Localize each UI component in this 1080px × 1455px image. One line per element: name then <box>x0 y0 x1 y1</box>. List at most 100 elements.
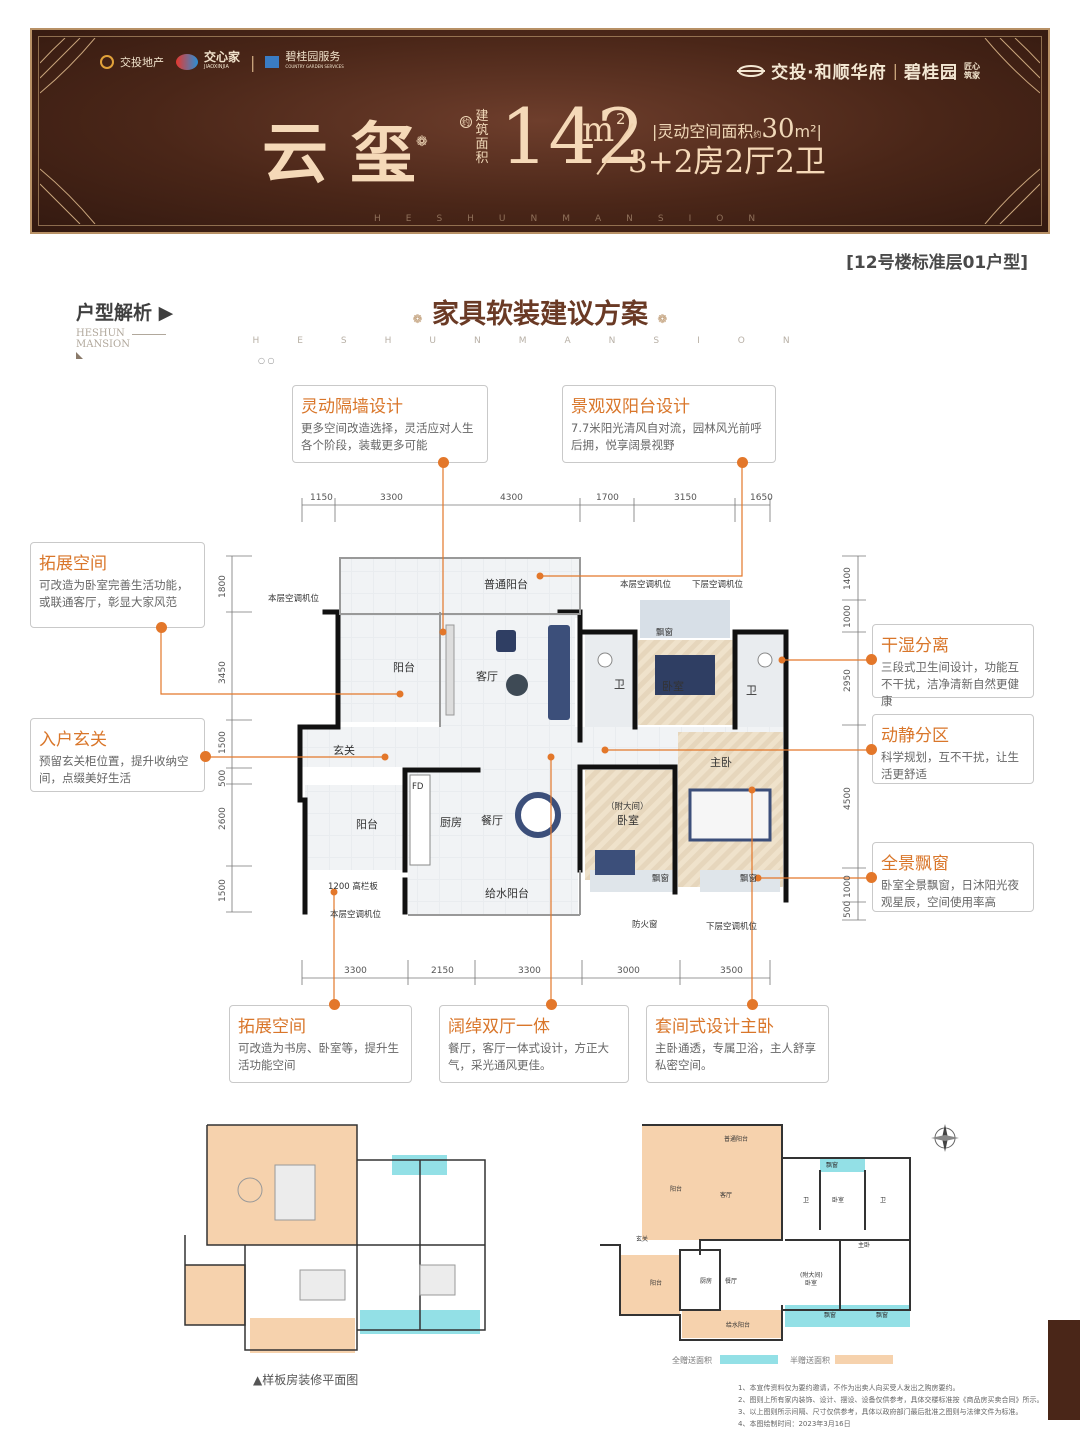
room-kitchen: 厨房 <box>440 816 462 829</box>
tv-cabinet-icon <box>445 624 455 716</box>
leader-lines <box>160 462 870 1005</box>
room-bay1: 飘窗 <box>656 628 674 638</box>
dim-right: 1000 <box>843 605 853 628</box>
mini-room: 主卧 <box>858 1242 871 1249</box>
callout-desc: 主卧通透，专属卫浴，主人舒享私密空间。 <box>655 1041 816 1072</box>
flower-icon: ❁ <box>657 312 668 326</box>
marker-icon <box>737 457 748 468</box>
note-line: 1、本宣传资料仅为要约邀请，不作为出卖人向买受人发出之购房要约。 <box>738 1384 960 1392</box>
partner-name: 碧桂园 <box>904 63 958 83</box>
callout-double-balcony: 景观双阳台设计 7.7米阳光清风自对流，园林风光前呼后拥，悦享阔景视野 <box>562 385 776 463</box>
marker-icon <box>156 622 167 633</box>
mini-room: 阳台 <box>670 1186 683 1193</box>
bay2-floor <box>590 870 675 892</box>
callout-desc: 7.7米阳光清风自对流，园林风光前呼后拥，悦享阔景视野 <box>571 421 762 452</box>
callout-desc: 餐厅，客厅一体式设计，方正大气，采光通风更佳。 <box>448 1041 609 1072</box>
toilet-icon <box>597 652 613 668</box>
mini-room: 客厅 <box>720 1192 733 1199</box>
area-prefix: 约 <box>460 116 472 128</box>
room-ac-top: 本层空调机位 <box>620 580 672 590</box>
area-label: 建筑面积 <box>475 109 489 166</box>
note-line: 4、本图绘制时间：2023年3月16日 <box>738 1420 851 1428</box>
section-title-en: HESHUNMANSION <box>252 336 828 346</box>
plain-peach-top <box>642 1125 782 1240</box>
mini-room: (附大间) <box>800 1272 823 1279</box>
ornament-icon <box>984 38 1040 94</box>
room-rail: 1200 高栏板 <box>328 882 378 892</box>
plain-cyan-top <box>820 1158 865 1172</box>
left-dimension-line <box>226 555 252 913</box>
callout-extend-space: 拓展空间 可改造为卧室完善生活功能，或联通客厅，彰显大家风范 <box>30 542 205 628</box>
plain-peach-left <box>620 1255 680 1315</box>
callout-dry-wet: 干湿分离 三段式卫生间设计，功能互不干扰，洁净清新自然更健康 <box>872 624 1034 708</box>
marker-icon <box>329 999 340 1010</box>
project-logo: 交投·和顺华府 | 碧桂园 匠心筑家 <box>737 58 986 83</box>
mini-room: 飘窗 <box>824 1312 837 1319</box>
bottom-dimension-line <box>301 960 771 985</box>
callout-desc: 预留玄关柜位置，提升收纳空间，点缀美好生活 <box>39 754 189 785</box>
mini-room: 飘窗 <box>826 1162 839 1169</box>
project-name: 交投·和顺华府 <box>771 63 887 83</box>
callout-desc: 卧室全景飘窗，日沐阳光夜观星辰，空间使用率高 <box>881 878 1019 909</box>
dim-left: 3450 <box>218 661 228 684</box>
room-bedroom: 卧室 <box>662 680 684 693</box>
leader-endpoints <box>330 572 786 896</box>
section-title: ❁ 家具软装建议方案 ❁ <box>0 292 1080 331</box>
sample-table-icon <box>237 1177 263 1203</box>
room-wc1: 卫 <box>614 678 625 691</box>
callout-bay-window: 全景飘窗 卧室全景飘窗，日沐阳光夜观星辰，空间使用率高 <box>872 842 1034 912</box>
brand3-logo-icon <box>265 56 280 68</box>
banner-english: HESHUNMANSION <box>374 214 781 224</box>
header-banner: 交投地产 交心家 JIAOXINJIA | 碧桂园服务 COUNTRY GARD… <box>30 28 1050 234</box>
section-left-en1: HESHUN <box>76 328 125 339</box>
mini-room: 卫 <box>803 1197 810 1204</box>
dim-right: 1000 <box>843 875 853 898</box>
mini-room: 给水阳台 <box>726 1322 751 1329</box>
dim-top: 3300 <box>380 493 403 503</box>
callout-title: 拓展空间 <box>39 554 107 574</box>
project-emblem-icon <box>737 64 766 77</box>
balcony-common-floor <box>340 558 580 618</box>
dim-top: 1150 <box>310 493 333 503</box>
wc2-floor <box>735 632 785 727</box>
flower-icon: ❁ <box>416 134 428 150</box>
brand3-name: 碧桂园服务 <box>285 50 341 63</box>
section-left-en: HESHUN MANSION <box>76 328 130 350</box>
room-bay2: 飘窗 <box>652 874 670 884</box>
dim-right: 2950 <box>843 669 853 692</box>
section-title-text: 家具软装建议方案 <box>432 299 648 330</box>
toilet-icon <box>757 652 773 668</box>
callout-desc: 更多空间改造选择，灵活应对人生各个阶段，装载更多可能 <box>301 421 474 452</box>
water-balcony-floor <box>408 870 578 915</box>
sample-caption: ▲样板房装修平面图 <box>253 1373 359 1387</box>
master-bed-icon <box>688 788 772 842</box>
room-ac-bottom2: 下层空调机位 <box>706 922 758 932</box>
callout-title: 动静分区 <box>881 726 949 746</box>
room-balcony: 阳台 <box>393 661 415 674</box>
bay1-floor <box>640 600 730 638</box>
callout-desc: 可改造为卧室完善生活功能，或联通客厅，彰显大家风范 <box>39 578 189 609</box>
dim-right: 500 <box>843 900 853 918</box>
section-left-title: 户型解析 ▶ <box>76 302 174 324</box>
unit-name: 云玺 <box>262 114 438 192</box>
brand2-logo-icon <box>176 54 198 70</box>
dim-left: 1500 <box>218 731 228 754</box>
callout-entry: 入户玄关 预留玄关柜位置，提升收纳空间，点缀美好生活 <box>30 718 205 792</box>
corner-mark-icon <box>76 352 83 359</box>
coffee-table-icon <box>506 674 528 696</box>
room-ac-left: 本层空调机位 <box>268 594 320 604</box>
right-dimension-line <box>842 555 866 921</box>
plain-plan-walls <box>600 1124 911 1341</box>
mini-room: 普通阳台 <box>724 1136 749 1143</box>
compass-icon <box>931 1124 959 1152</box>
callout-title: 景观双阳台设计 <box>571 397 690 417</box>
dim-left: 2600 <box>218 807 228 830</box>
dim-top: 1700 <box>596 493 619 503</box>
room-balcony-common: 普通阳台 <box>484 578 528 591</box>
dim-top: 4300 <box>500 493 523 503</box>
ornament-icon <box>984 168 1040 224</box>
callout-extend-space-2: 拓展空间 可改造为书房、卧室等，提升生活功能空间 <box>229 1005 412 1083</box>
sample-bed-icon <box>419 1264 456 1296</box>
callout-title: 入户玄关 <box>39 730 107 750</box>
disclaimer-notes: 1、本宣传资料仅为要约邀请，不作为出卖人向买受人发出之购房要约。 2、图则上所有… <box>738 1382 1043 1430</box>
